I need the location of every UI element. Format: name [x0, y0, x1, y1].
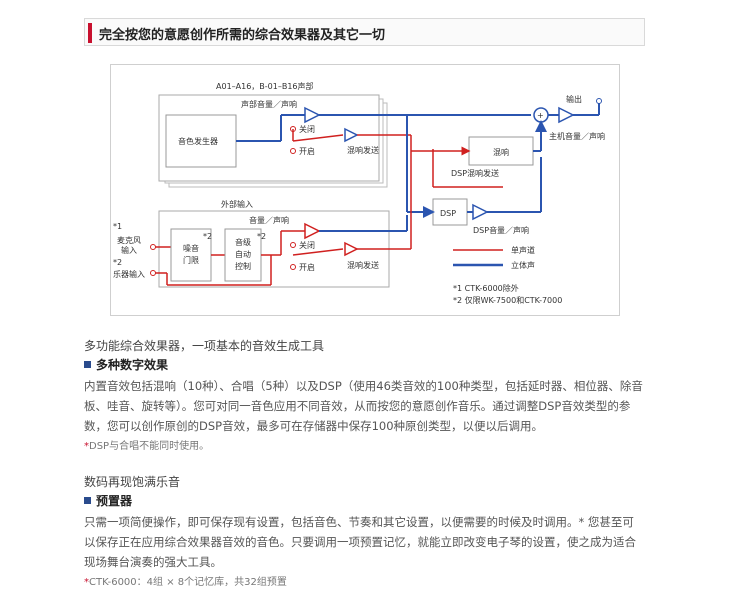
ext-input-label: 外部输入	[221, 199, 253, 209]
section2-note: *CTK-6000：4组 × 8个记忆库，共32组预置	[84, 573, 287, 588]
switch-on-bottom	[290, 264, 296, 270]
agc-label-3: 控制	[235, 261, 251, 271]
reverb-send-amp-bottom	[344, 241, 359, 257]
volume-pan-bottom: 音量／声响	[249, 215, 289, 225]
noise-gate-box	[170, 228, 212, 282]
header-accent-bar	[88, 23, 92, 43]
heading-bullet-icon	[84, 361, 91, 368]
master-volume-amp	[558, 106, 575, 124]
dsp-reverb-send-label: DSP混响发送	[451, 168, 499, 178]
reverb-send-label-bottom: 混响发送	[347, 260, 379, 270]
mic-mark: *1	[113, 222, 122, 231]
mic-input-label-1: 麦克风	[117, 235, 141, 245]
section1-heading-text: 多种数字效果	[96, 358, 169, 372]
footnote-2: *2 仅限WK-7500和CTK-7000	[453, 295, 562, 305]
off-label-bottom: 关闭	[299, 240, 315, 250]
mic-jack	[150, 244, 156, 250]
noise-mark: *2	[203, 232, 212, 241]
on-label-top: 开启	[299, 146, 315, 156]
page-title: 完全按您的意愿创作所需的综合效果器及其它一切	[99, 28, 386, 43]
reverb-send-label-top: 混响发送	[347, 145, 379, 155]
mixer-plus: +	[537, 111, 544, 120]
reverb-send-line-bottom	[292, 248, 344, 256]
noise-gate-label-1: 噪音	[183, 243, 199, 253]
inst-mark: *2	[113, 258, 122, 267]
section1-paragraph: 内置音效包括混响（10种）、合唱（5种）以及DSP（使用46类音效的100种类型…	[84, 379, 643, 433]
section1-note: *DSP与合唱不能同时使用。	[84, 437, 209, 452]
legend-stereo: 立体声	[511, 260, 535, 270]
agc-mark: *2	[257, 232, 266, 241]
heading-bullet-icon	[84, 497, 91, 504]
footnote-1: *1 CTK-6000除外	[453, 283, 519, 293]
switch-off-bottom	[290, 242, 296, 248]
output-label: 输出	[566, 94, 582, 104]
section2-subtitle: 数码再现饱满乐音	[84, 475, 181, 489]
agc-label-2: 自动	[235, 249, 251, 259]
asterisk-icon: *	[84, 577, 89, 588]
section2-note-text: CTK-6000：4组 × 8个记忆库，共32组预置	[89, 577, 287, 588]
asterisk-icon: *	[84, 441, 89, 452]
section-header: 完全按您的意愿创作所需的综合效果器及其它一切	[84, 18, 645, 46]
on-label-bottom: 开启	[299, 262, 315, 272]
inst-input-label: 乐器输入	[113, 269, 145, 279]
section2-heading: 预置器	[84, 492, 132, 509]
top-volume-amp	[304, 106, 321, 124]
dsp-volume-label: DSP音量／声响	[473, 225, 529, 235]
dsp-box	[432, 198, 468, 226]
voices-label: A01–A16，B-01–B16声部	[216, 81, 314, 91]
inst-jack	[150, 270, 156, 276]
reverb-send-line-top	[292, 134, 344, 142]
main-volume-label: 主机音量／声响	[549, 131, 605, 141]
off-label-top: 关闭	[299, 124, 315, 134]
section1-subtitle: 多功能综合效果器，一项基本的音效生成工具	[84, 339, 325, 353]
section1-heading: 多种数字效果	[84, 356, 168, 373]
agc-label-1: 音级	[235, 237, 251, 247]
effects-block-diagram: A01–A16，B-01–B16声部 声部音量／声响 音色发生器 关闭 开启 混…	[110, 64, 620, 316]
bottom-volume-amp	[304, 222, 321, 240]
mic-input-label-2: 输入	[121, 245, 137, 255]
section2-heading-text: 预置器	[96, 494, 133, 508]
diagram-svg: A01–A16，B-01–B16声部 声部音量／声响 音色发生器 关闭 开启 混…	[113, 81, 605, 305]
output-jack	[596, 98, 602, 104]
switch-on-top	[290, 148, 296, 154]
reverb-send-amp-top	[344, 127, 359, 143]
volume-pan-top: 声部音量／声响	[241, 99, 297, 109]
noise-gate-label-2: 门限	[183, 255, 199, 265]
section1-note-text: DSP与合唱不能同时使用。	[89, 441, 210, 452]
dsp-volume-amp	[472, 203, 489, 221]
legend-mono: 单声道	[511, 245, 535, 255]
section2-paragraph: 只需一项简便操作，即可保存现有设置，包括音色、节奏和其它设置，以便需要的时候及时…	[84, 515, 636, 569]
dsp-label: DSP	[440, 209, 456, 218]
tone-generator-label: 音色发生器	[178, 136, 218, 146]
reverb-label: 混响	[493, 147, 509, 157]
